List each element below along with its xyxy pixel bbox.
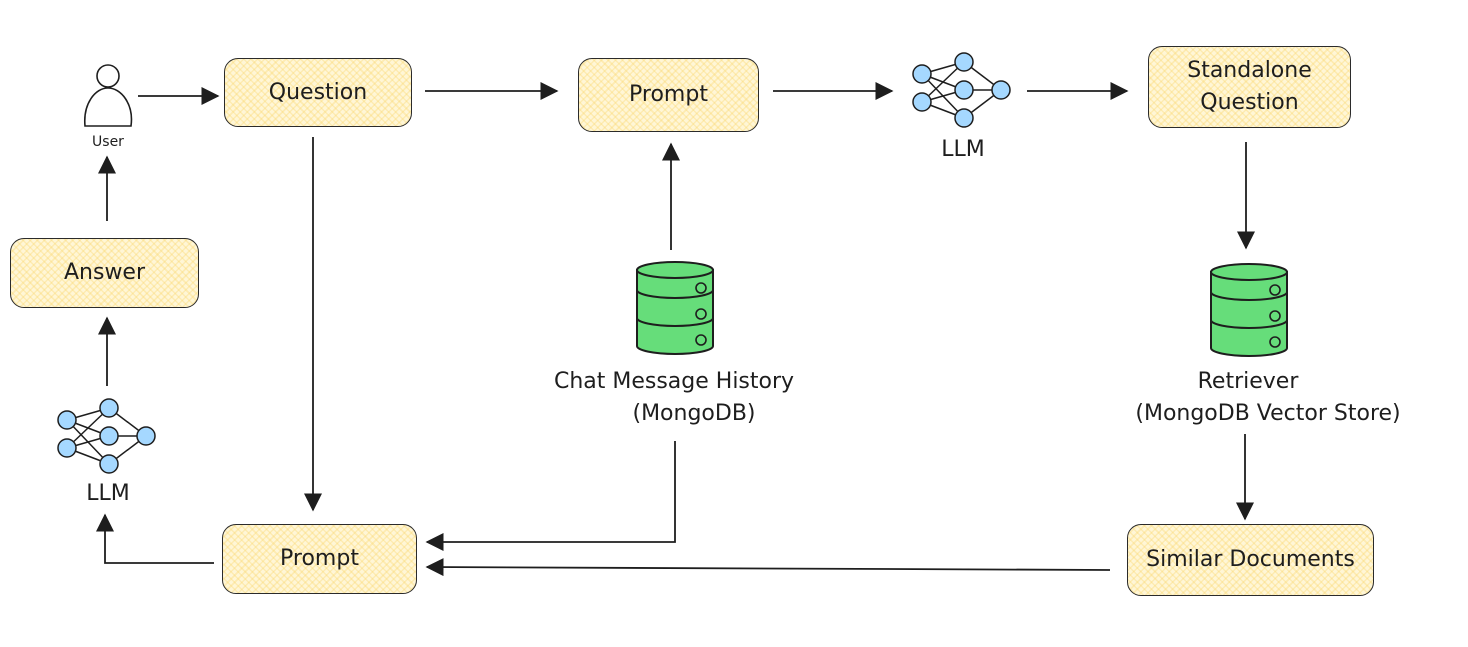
database-top bbox=[1210, 263, 1288, 281]
database-indicator bbox=[695, 334, 707, 346]
database-ring bbox=[636, 289, 714, 299]
node-prompt-bottom[interactable]: Prompt bbox=[222, 524, 417, 594]
database-ring bbox=[1210, 291, 1288, 301]
neuron bbox=[954, 108, 974, 128]
neuron bbox=[99, 454, 119, 474]
database-top bbox=[636, 261, 714, 279]
node-prompt-bottom-label: Prompt bbox=[280, 546, 359, 571]
database-icon-retriever bbox=[1210, 263, 1288, 357]
node-question[interactable]: Question bbox=[224, 58, 412, 127]
neural-network-icon-bottom bbox=[57, 398, 156, 474]
node-standalone-question[interactable]: Standalone Question bbox=[1148, 46, 1351, 128]
node-similar-documents[interactable]: Similar Documents bbox=[1127, 524, 1374, 596]
retriever-label-line2: (MongoDB Vector Store) bbox=[1135, 401, 1401, 426]
database-body bbox=[1210, 271, 1288, 357]
node-question-label: Question bbox=[268, 79, 368, 105]
neuron bbox=[912, 92, 932, 112]
database-ring bbox=[1210, 319, 1288, 329]
edge-similar-documents-to-prompt-bottom bbox=[425, 558, 1111, 577]
edge-prompt-bottom-to-llm-bottom bbox=[96, 513, 214, 564]
database-indicator bbox=[695, 308, 707, 320]
chat-history-label-line2: (MongoDB) bbox=[632, 401, 756, 426]
neuron bbox=[57, 410, 77, 430]
database-indicator bbox=[695, 282, 707, 294]
neuron bbox=[954, 52, 974, 72]
neural-network-icon-top bbox=[912, 52, 1011, 128]
neuron bbox=[57, 438, 77, 458]
neuron bbox=[99, 426, 119, 446]
neuron bbox=[99, 398, 119, 418]
neuron bbox=[954, 80, 974, 100]
node-prompt-top[interactable]: Prompt bbox=[578, 58, 759, 132]
retriever-label-line1: Retriever bbox=[1197, 369, 1299, 394]
database-indicator bbox=[1269, 336, 1281, 348]
edges bbox=[96, 82, 1255, 577]
llm-top-label: LLM bbox=[941, 137, 985, 162]
database-indicator bbox=[1269, 284, 1281, 296]
database-ring bbox=[636, 317, 714, 327]
node-similar-documents-label: Similar Documents bbox=[1146, 547, 1355, 572]
database-icon-chat-history bbox=[636, 261, 714, 355]
database-indicator bbox=[1269, 310, 1281, 322]
llm-bottom-label: LLM bbox=[86, 481, 130, 506]
user-icon[interactable] bbox=[84, 64, 133, 127]
user-label: User bbox=[92, 134, 124, 150]
neuron bbox=[991, 80, 1011, 100]
node-standalone-question-line1: Standalone bbox=[1187, 58, 1312, 83]
database-body bbox=[636, 269, 714, 355]
neuron bbox=[912, 64, 932, 84]
node-answer-label: Answer bbox=[63, 260, 146, 285]
edge-chat-history-to-prompt-bottom bbox=[425, 441, 676, 551]
chat-history-label-line1: Chat Message History bbox=[553, 369, 795, 394]
node-prompt-top-label: Prompt bbox=[629, 82, 708, 107]
node-answer[interactable]: Answer bbox=[10, 238, 199, 308]
node-standalone-question-line2: Question bbox=[1200, 90, 1299, 115]
neuron bbox=[136, 426, 156, 446]
